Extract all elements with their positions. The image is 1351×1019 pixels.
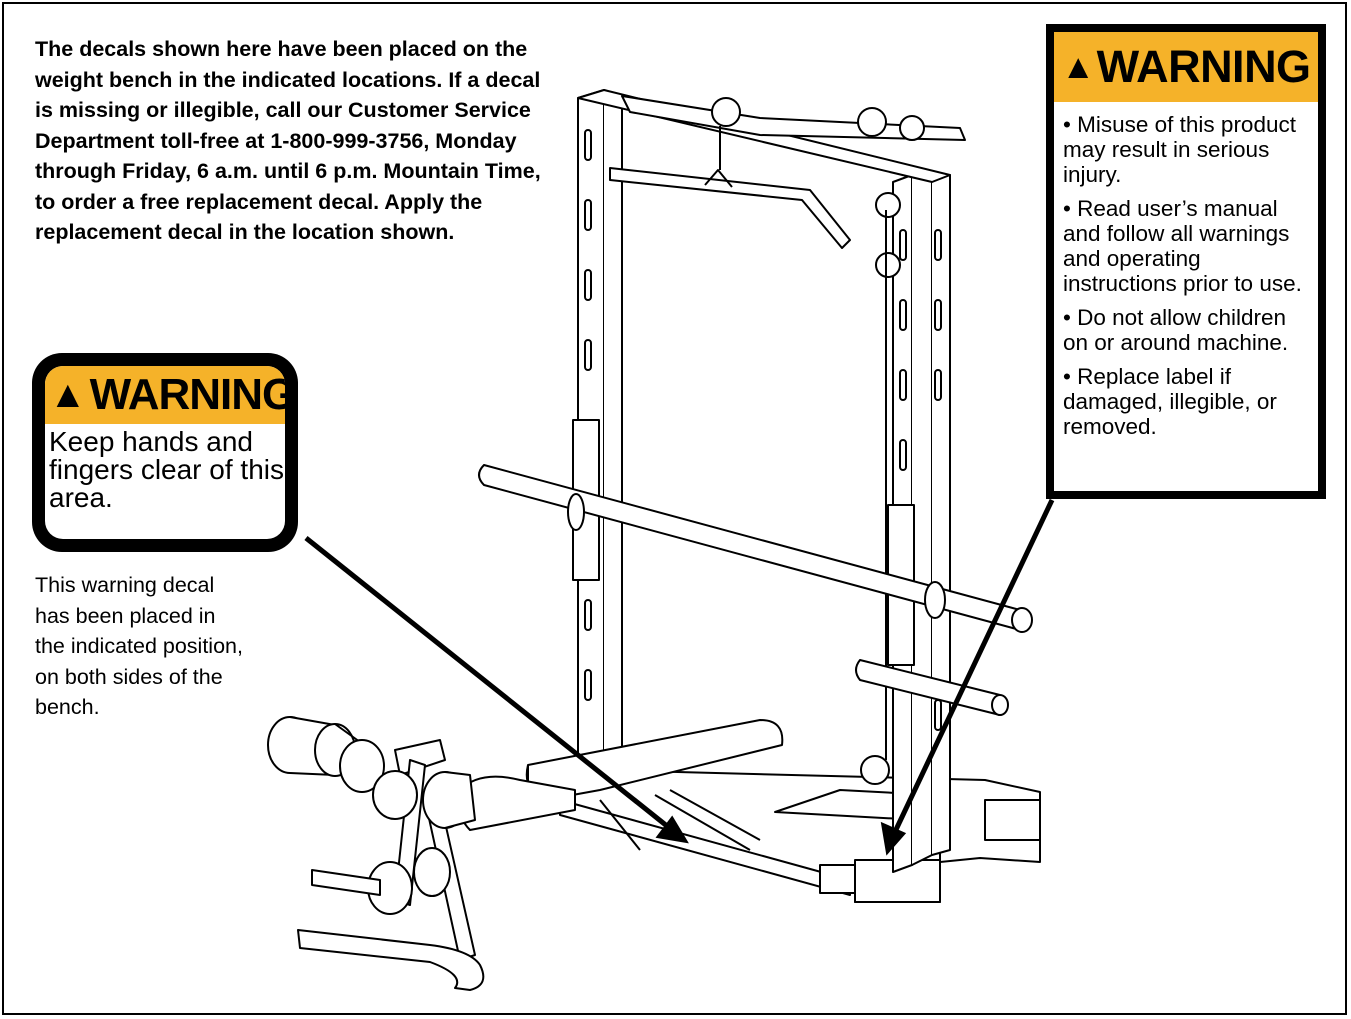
barbell-collar-right <box>924 581 946 619</box>
hand-warning-text: Keep hands and fingers clear of this are… <box>49 426 284 513</box>
main-warning-item: • Misuse of this product may result in s… <box>1063 112 1296 187</box>
main-warning-header: ▲ WARNING <box>1054 32 1318 102</box>
hand-decal-note: This warning decal has been placed in th… <box>35 573 243 719</box>
warning-triangle-icon: ▲ <box>1061 47 1095 86</box>
barbell-collar-left <box>567 493 585 531</box>
lat-bar <box>609 167 851 249</box>
main-warning-title: WARNING <box>1096 41 1312 92</box>
weight-horn <box>855 659 1001 716</box>
arrow-to-bench <box>304 536 674 832</box>
main-warning-item: • Read user’s manual and follow all warn… <box>1063 196 1302 296</box>
intro-paragraph: The decals shown here have been placed o… <box>35 37 541 244</box>
main-warning-item: • Do not allow children on or around mac… <box>1063 305 1289 355</box>
leg-developer-base <box>297 929 485 991</box>
bottom-pulley <box>860 755 890 785</box>
hand-warning-header: ▲ WARNING <box>45 366 285 424</box>
base-foot-left <box>819 864 856 894</box>
main-warning-list: • Misuse of this product may result in s… <box>1054 102 1318 439</box>
leg-developer-arm <box>394 739 446 776</box>
top-pulley <box>711 97 741 127</box>
warning-triangle-icon: ▲ <box>49 373 87 416</box>
arrow-to-base <box>890 498 1055 838</box>
main-warning-decal: ▲ WARNING • Misuse of this product may r… <box>1046 24 1326 499</box>
hand-warning-decal: ▲ WARNING Keep hands and fingers clear o… <box>32 353 298 552</box>
main-warning-item: • Replace label if damaged, illegible, o… <box>1063 364 1277 439</box>
base-foot-back <box>984 799 1041 841</box>
upright-slots <box>584 129 942 731</box>
hand-warning-title: WARNING <box>89 370 285 419</box>
